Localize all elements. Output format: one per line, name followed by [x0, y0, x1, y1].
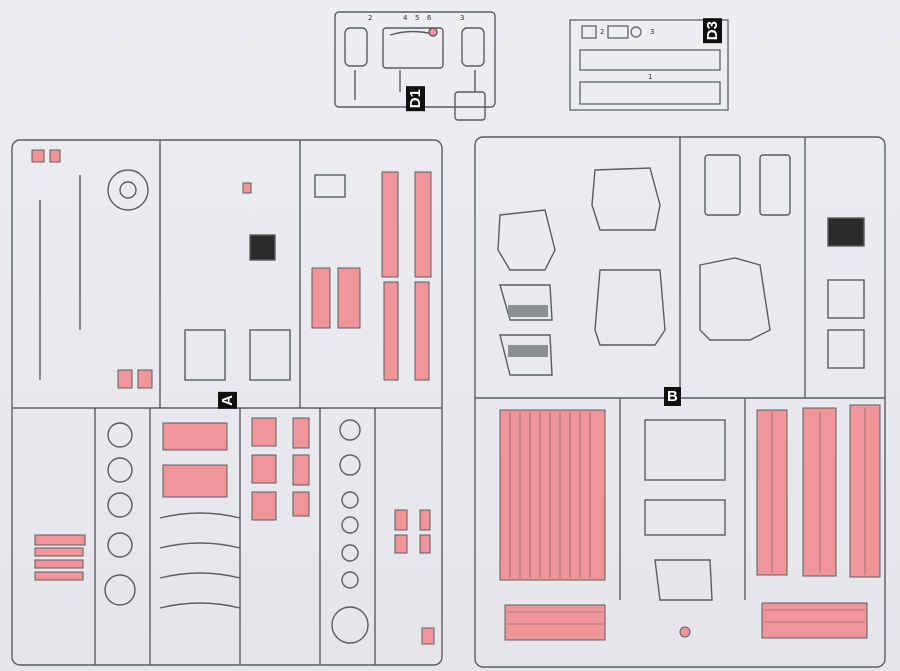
d1-part-number: 4: [403, 14, 408, 22]
d3-part-number: 1: [648, 73, 653, 81]
sprue-label-b: B: [664, 387, 681, 406]
sprue-label-d1: D1: [406, 86, 425, 112]
d1-part-number: 5: [415, 14, 420, 22]
d1-part-number: 6: [427, 14, 432, 22]
sprue-a-frame: [11, 139, 443, 666]
sprue-b-frame: [474, 136, 886, 668]
d3-part-number: 2: [600, 28, 605, 36]
panel-grain: [507, 408, 866, 625]
sprue-label-a: A: [218, 392, 237, 409]
sprue-d3-frame: [569, 19, 729, 111]
d1-part-number: 3: [460, 14, 465, 22]
d1-part-number: 2: [368, 14, 373, 22]
sprue-label-d3: D3: [703, 18, 722, 44]
highlighted-parts: [31, 149, 881, 645]
d3-part-number: 3: [650, 28, 655, 36]
